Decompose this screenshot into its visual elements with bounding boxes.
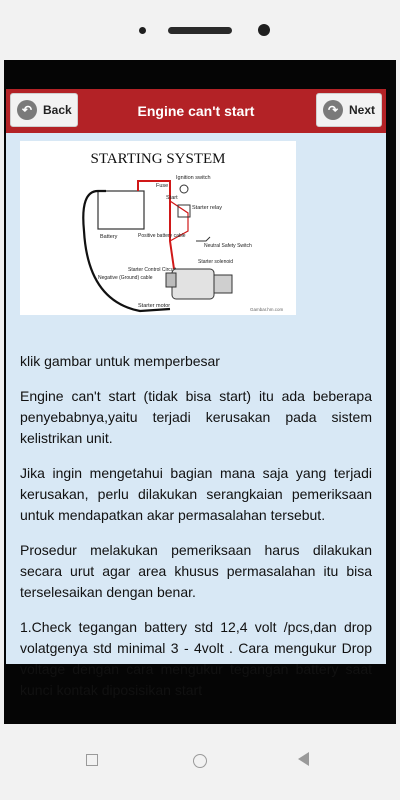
label-solenoid: Starter solenoid — [198, 259, 233, 265]
ignition-switch-shape — [179, 184, 189, 194]
home-icon[interactable] — [193, 754, 207, 768]
content-area[interactable]: STARTING SYSTEM Battery Ignition switch … — [6, 133, 386, 698]
app-header: Engine can't start ↶ Back ↷ Next — [6, 89, 386, 133]
starter-gear-shape — [213, 274, 233, 294]
back-arrow-icon: ↶ — [17, 100, 37, 120]
neutral-switch-shape — [196, 236, 211, 242]
phone-top-bezel — [0, 0, 400, 60]
label-start: Start — [166, 195, 178, 201]
article-text: klik gambar untuk memperbesar Engine can… — [20, 351, 372, 715]
label-ignition: Ignition switch — [176, 175, 211, 181]
label-control-circuit: Starter Control Circuit — [128, 267, 177, 273]
next-button[interactable]: ↷ Next — [316, 93, 382, 127]
ground-cable-line — [82, 189, 171, 313]
starter-relay-shape — [177, 204, 191, 218]
diagram-credit: Gambar.hm.com — [250, 307, 284, 312]
starter-motor-shape — [171, 268, 215, 300]
earpiece-speaker — [168, 27, 232, 34]
front-camera-icon — [258, 24, 270, 36]
relay-wire — [169, 200, 189, 242]
back-nav-icon[interactable] — [298, 752, 309, 766]
positive-cable-line — [137, 180, 175, 270]
next-arrow-icon: ↷ — [323, 100, 343, 120]
paragraph: klik gambar untuk memperbesar — [20, 353, 220, 369]
paragraph: 1.Check tegangan battery std 12,4 volt /… — [20, 619, 372, 698]
label-fuse: Fuse — [156, 183, 168, 189]
label-positive-cable: Positive battery cable — [138, 233, 186, 239]
label-battery: Battery — [100, 234, 118, 240]
label-neutral: Neutral Safety Switch — [204, 243, 252, 249]
back-button[interactable]: ↶ Back — [10, 93, 78, 127]
label-negative-cable: Negative (Ground) cable — [98, 275, 153, 281]
paragraph: Engine can't start (tidak bisa start) it… — [20, 388, 372, 446]
label-starter-relay: Starter relay — [192, 205, 222, 211]
next-button-label: Next — [349, 103, 376, 117]
paragraph: Prosedur melakukan pemeriksaan harus dil… — [20, 542, 372, 600]
page-title: Engine can't start — [137, 103, 255, 119]
back-button-label: Back — [43, 103, 72, 117]
starting-system-diagram[interactable]: STARTING SYSTEM Battery Ignition switch … — [20, 141, 296, 315]
recents-icon[interactable] — [86, 754, 98, 766]
solenoid-shape — [165, 272, 177, 288]
diagram-title: STARTING SYSTEM — [91, 151, 226, 167]
battery-shape — [97, 190, 145, 230]
label-starter-motor: Starter motor — [138, 303, 170, 309]
paragraph: Jika ingin mengetahui bagian mana saja y… — [20, 465, 372, 523]
sensor-dot — [139, 27, 146, 34]
